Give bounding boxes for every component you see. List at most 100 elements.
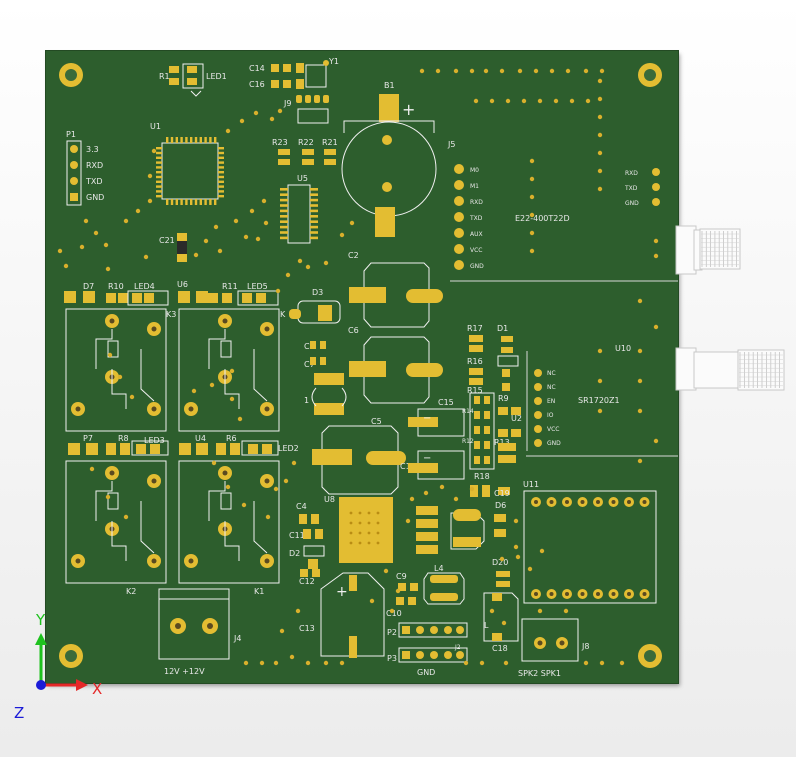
u10-pin-label: VCC (547, 426, 559, 433)
refdes-u11: U11 (523, 480, 539, 489)
refdes-d3: D3 (312, 288, 323, 297)
refdes-c17: C17 (400, 462, 416, 471)
z-axis-origin (36, 680, 46, 690)
pcb-board: R1 LED1 C14 C16 Y1 J9 (46, 51, 678, 683)
u5-soic: U5 (280, 174, 318, 244)
u10-pin-label: NC (547, 370, 556, 377)
refdes-r13: R13 (494, 438, 510, 447)
refdes-l4: L4 (434, 564, 444, 573)
refdes-u10: U10 (615, 344, 631, 353)
refdes-c4: C4 (296, 502, 307, 511)
refdes-k2: K2 (126, 587, 136, 596)
refdes-c18: C18 (492, 644, 508, 653)
relay-top-labels: D7 R10 LED4 U6 R11 LED5 K3 (64, 280, 279, 319)
c13-cap: + C13 (299, 572, 385, 658)
e22-pin-label: GND (625, 200, 639, 207)
c7-c8-group: C8 C7 1 (304, 341, 347, 415)
y-axis-label: Y (35, 611, 46, 629)
refdes-p2: P2 (387, 628, 397, 637)
refdes-r12: R12 (462, 438, 474, 445)
refdes-r11: R11 (222, 282, 238, 291)
refdes-c6: C6 (348, 326, 359, 335)
refdes-c7: C7 (304, 360, 315, 369)
refdes-r23: R23 (272, 138, 288, 147)
pcb-board-drawing: R1 LED1 C14 C16 Y1 J9 (57, 57, 678, 678)
spk-label: SPK2 SPK1 (518, 669, 561, 678)
refdes-c21: C21 (159, 236, 175, 245)
e22-pin-label: RXD (625, 170, 638, 177)
j5-pin-label: M1 (470, 183, 479, 190)
right-mid-passives: R17 D1 R16 R15 R14 R12 R9 U2 (462, 324, 522, 470)
relays (65, 308, 280, 584)
u10-pin-label: IO (547, 412, 554, 419)
refdes-r14: R14 (462, 408, 474, 415)
j5-pin-label: RXD (470, 199, 483, 206)
power-label: 12V +12V (164, 667, 205, 676)
j9-pads: J9 (283, 95, 329, 124)
c6-cap: C6 (348, 326, 443, 404)
d20-c18: D20 L C18 (483, 558, 519, 653)
board-lines (450, 280, 678, 457)
vias (57, 68, 659, 666)
sma-antenna-bottom (675, 347, 785, 391)
z-axis-label: Z (14, 704, 24, 722)
c2-cap: C2 (348, 251, 443, 328)
c9-c10-l4: C9 C10 L4 (386, 564, 465, 618)
refdes-u8: U8 (324, 495, 335, 504)
refdes-c15: C15 (438, 398, 454, 407)
e22-label: E22-400T22D (515, 214, 570, 223)
refdes-k3: K3 (166, 310, 176, 319)
refdes-p3: P3 (387, 654, 397, 663)
r21-r23-group: R23 R22 R21 (272, 138, 338, 165)
refdes-led1: LED1 (206, 72, 227, 81)
sma-antenna-top (675, 225, 741, 275)
c21-cap: C21 (159, 233, 187, 262)
gnd-label: GND (417, 668, 435, 677)
svg-text:−: − (423, 413, 431, 424)
refdes-d2: D2 (289, 549, 300, 558)
d3-diode: D3 K (280, 288, 341, 324)
u11-module: U11 (523, 480, 657, 604)
refdes-r18: R18 (474, 472, 490, 481)
refdes-r16: R16 (467, 357, 483, 366)
refdes-d20: D20 (492, 558, 508, 567)
p1-pin-label: GND (86, 193, 104, 202)
j5-pin-label: VCC (470, 247, 482, 254)
b1-battery: B1 + (341, 81, 437, 237)
refdes-u6: U6 (177, 280, 188, 289)
refdes-r17: R17 (467, 324, 483, 333)
j5-pin-label: M0 (470, 167, 479, 174)
refdes-c14: C14 (249, 64, 265, 73)
u10-module: U10 SR1720Z1 NC NC EN IO VCC GND (526, 344, 631, 451)
refdes-c13: C13 (299, 624, 315, 633)
coordinate-axes: Y X Z (14, 611, 102, 722)
refdes-one: 1 (304, 396, 309, 405)
u10-pin-label: NC (547, 384, 556, 391)
refdes-r8: R8 (118, 434, 129, 443)
refdes-j4: J4 (233, 634, 241, 643)
u10-pin-label: GND (547, 440, 561, 447)
p1-pin-label: RXD (86, 161, 103, 170)
refdes-y1: Y1 (328, 57, 339, 66)
r18-c19-d6: R18 C19 D6 (450, 472, 510, 550)
p2-p3-headers: P2 P3 J2 GND (387, 622, 468, 677)
refdes-r9: R9 (498, 394, 509, 403)
refdes-u4: U4 (195, 434, 206, 443)
refdes-c11: C11 (289, 531, 305, 540)
refdes-p7: P7 (83, 434, 93, 443)
sr-label: SR1720Z1 (578, 396, 620, 405)
svg-text:−: − (423, 453, 431, 464)
relay-bottom-labels: P7 R8 LED3 U4 R6 LED2 (68, 434, 299, 456)
refdes-k: K (280, 310, 286, 319)
p1-pin-label: 3.3 (86, 145, 99, 154)
c11-d2-c12: C11 D2 C12 (289, 529, 325, 586)
refdes-c10: C10 (386, 609, 402, 618)
svg-text:+: + (402, 100, 415, 119)
refdes-r1: R1 (159, 72, 170, 81)
refdes-c5: C5 (371, 417, 382, 426)
refdes-d6: D6 (495, 501, 506, 510)
j8-speaker: J8 SPK2 SPK1 (518, 618, 589, 678)
c15-c17-group: C15 − C17 − (400, 398, 465, 480)
refdes-r10: R10 (108, 282, 124, 291)
